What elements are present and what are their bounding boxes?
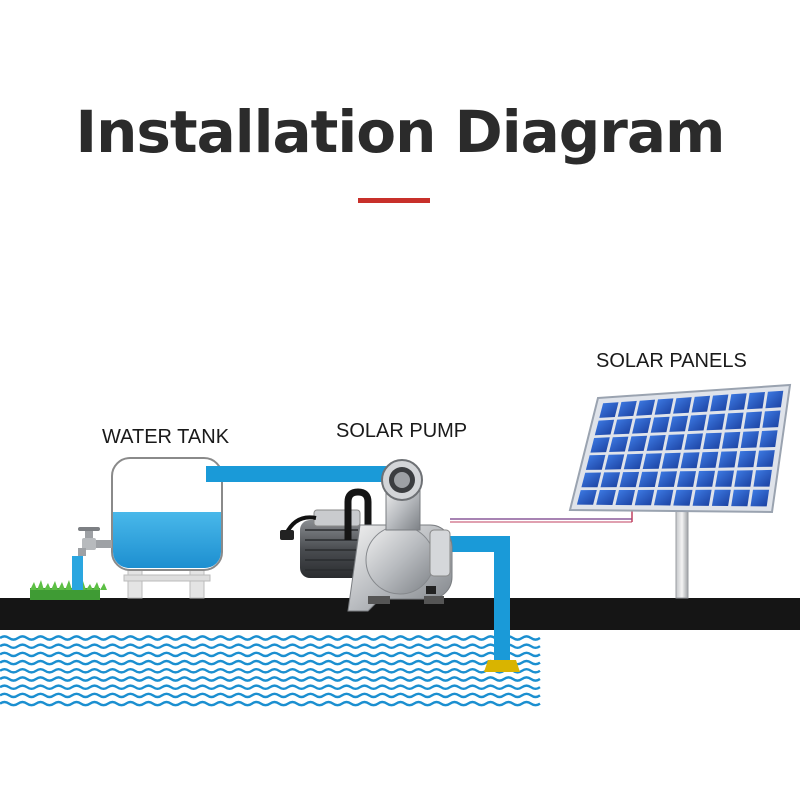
solar-cell bbox=[731, 489, 750, 507]
solar-cell bbox=[750, 489, 770, 507]
solar-cell bbox=[765, 390, 784, 409]
wave-line bbox=[0, 692, 541, 699]
solar-cell bbox=[747, 392, 765, 410]
solar-cell bbox=[590, 437, 610, 453]
solar-cell bbox=[715, 470, 734, 487]
solar-cell bbox=[619, 471, 640, 488]
solar-cell bbox=[734, 470, 753, 487]
solar-cell bbox=[636, 399, 656, 416]
solar-cell bbox=[691, 395, 711, 413]
solar-cell bbox=[596, 490, 616, 505]
wave-line bbox=[0, 684, 541, 690]
wave-line bbox=[0, 676, 541, 682]
solar-cell bbox=[673, 397, 692, 414]
solar-cell bbox=[594, 419, 615, 436]
wave-line bbox=[0, 700, 541, 707]
solar-cell bbox=[680, 452, 700, 469]
solar-cell bbox=[762, 410, 781, 428]
solar-cell bbox=[756, 450, 775, 467]
tap-faucet bbox=[72, 527, 112, 590]
solar-cell bbox=[718, 451, 738, 468]
solar-cell bbox=[599, 402, 619, 418]
solar-cell bbox=[604, 454, 625, 470]
wave-line bbox=[0, 651, 541, 658]
solar-cell bbox=[609, 436, 629, 452]
outlet-pipe bbox=[206, 466, 396, 482]
grass-tuft bbox=[30, 580, 107, 600]
solar-cell bbox=[581, 472, 602, 488]
solar-cell bbox=[654, 489, 674, 506]
underground-water-waves bbox=[0, 635, 541, 707]
solar-cell bbox=[646, 435, 666, 451]
solar-cell bbox=[706, 413, 725, 431]
solar-pump bbox=[280, 459, 453, 612]
solar-cell bbox=[654, 398, 674, 415]
solar-cell bbox=[725, 412, 744, 430]
solar-cell bbox=[696, 470, 715, 487]
solar-cell bbox=[673, 489, 693, 506]
solar-cell bbox=[623, 453, 644, 470]
wave-line bbox=[0, 643, 541, 649]
solar-cell bbox=[632, 417, 652, 434]
solar-cell bbox=[585, 454, 606, 470]
wave-line bbox=[0, 659, 541, 666]
title-underline bbox=[358, 198, 430, 203]
solar-cell bbox=[687, 414, 707, 432]
solar-cell bbox=[753, 469, 772, 487]
solar-cell bbox=[743, 411, 762, 429]
solar-cell bbox=[638, 471, 658, 488]
solar-cell bbox=[642, 453, 662, 469]
solar-panel-array bbox=[568, 383, 792, 599]
solar-cell bbox=[711, 489, 731, 506]
solar-cell bbox=[613, 418, 633, 435]
solar-cell bbox=[728, 393, 747, 411]
solar-cell bbox=[677, 471, 696, 487]
solar-cell bbox=[721, 431, 741, 449]
solar-pump-label: SOLAR PUMP bbox=[336, 420, 468, 442]
solar-cell bbox=[684, 433, 703, 450]
page-title: Installation Diagram bbox=[75, 98, 726, 166]
ground-surface bbox=[0, 598, 800, 630]
solar-cell bbox=[669, 415, 689, 432]
solar-cell bbox=[634, 489, 655, 506]
solar-cell bbox=[665, 434, 685, 451]
water-tank-label: WATER TANK bbox=[102, 426, 230, 448]
solar-cell bbox=[710, 394, 729, 412]
solar-cell bbox=[617, 400, 637, 417]
solar-panels-label: SOLAR PANELS bbox=[596, 350, 747, 372]
solar-cell bbox=[661, 452, 681, 469]
solar-cell bbox=[615, 490, 635, 506]
solar-cell bbox=[703, 432, 722, 450]
wave-line bbox=[0, 635, 541, 641]
solar-cell bbox=[737, 450, 756, 468]
solar-cell bbox=[600, 472, 621, 488]
water-tank bbox=[111, 457, 223, 599]
solar-cell bbox=[576, 490, 597, 505]
wave-line bbox=[0, 668, 541, 674]
solar-cell bbox=[650, 416, 670, 433]
solar-cell bbox=[627, 435, 648, 452]
solar-cell bbox=[699, 451, 719, 468]
solar-cell bbox=[692, 489, 712, 506]
suction-pipe bbox=[448, 536, 520, 672]
solar-cell bbox=[657, 471, 677, 487]
solar-cell bbox=[759, 430, 778, 448]
solar-cell bbox=[740, 431, 759, 448]
